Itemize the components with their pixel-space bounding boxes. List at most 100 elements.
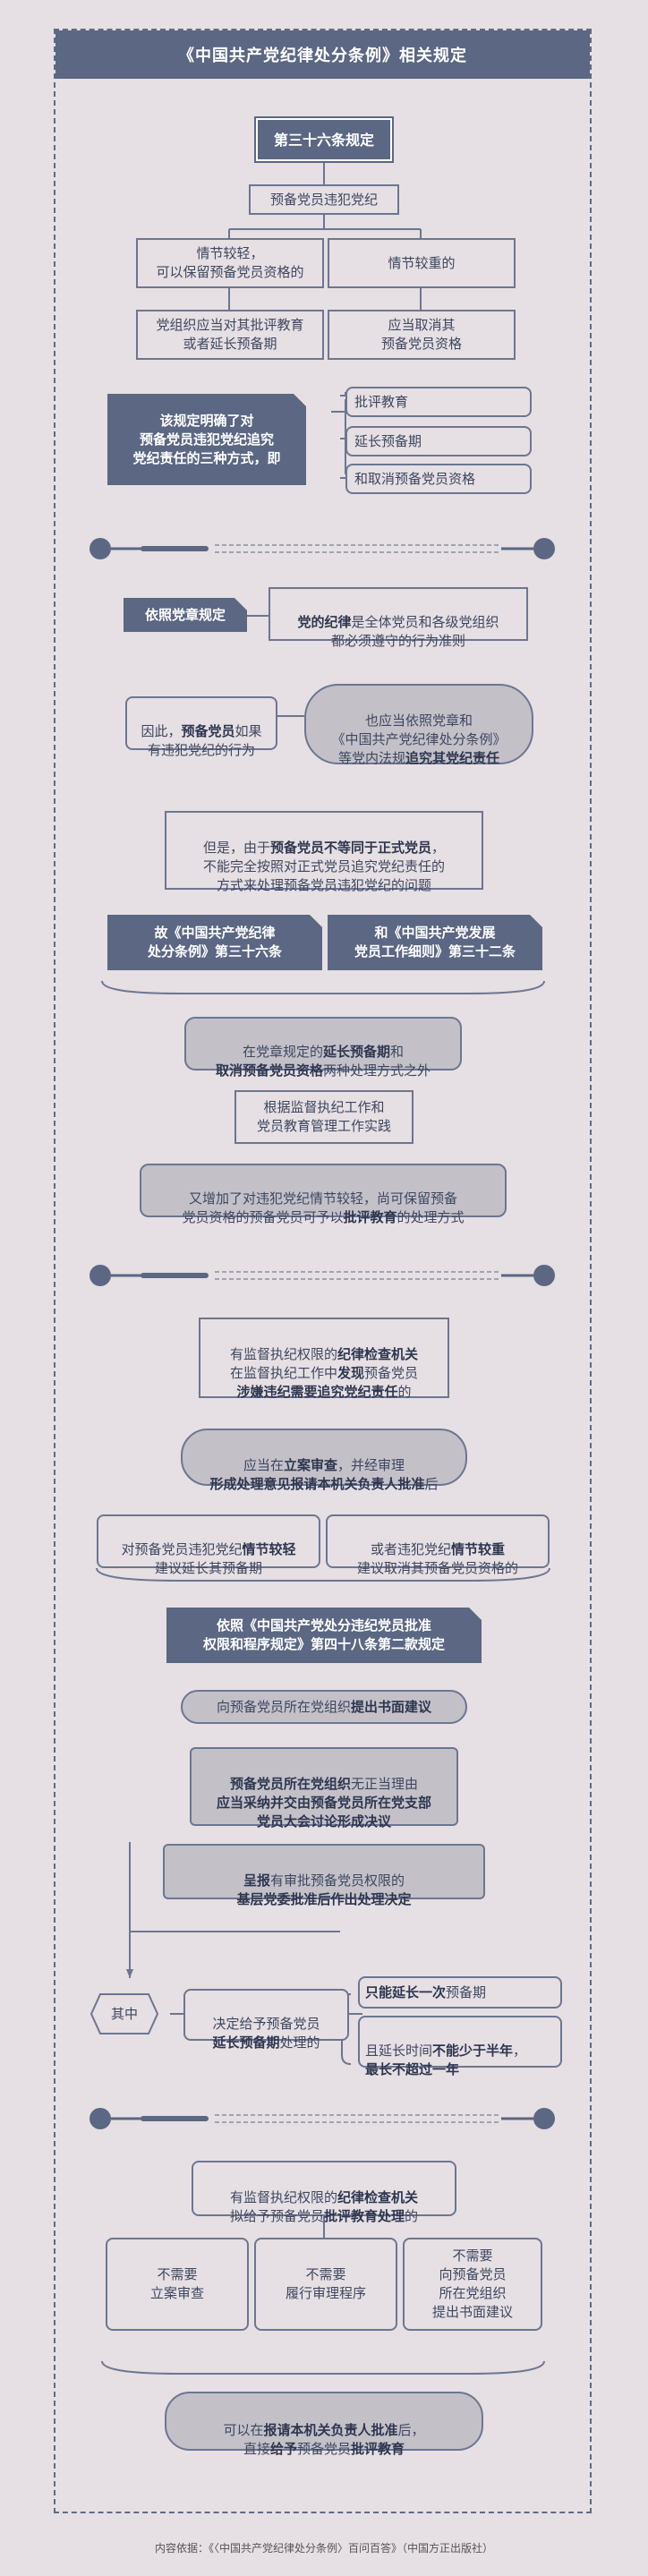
- found-4: 发现: [337, 1365, 364, 1381]
- rule-article-48: 依照《中国共产党处分违纪党员批准 权限和程序规定》第四十八条第二款规定: [166, 1608, 482, 1663]
- but-reason-1: 但是，由于: [202, 840, 270, 856]
- found-7: 的: [397, 1384, 412, 1400]
- article-36-heading: 第三十六条规定: [254, 116, 394, 163]
- case-review-box: 应当在立案审查，并经审理 形成处理意见报请本机关负责人批准后: [181, 1429, 467, 1492]
- direct-criticism-box: 可以在报请本机关负责人批准后， 直接给予预备党员批评教育: [165, 2392, 483, 2457]
- heavy-4: 的: [505, 1560, 519, 1576]
- decision-2: 延长预备期: [212, 2034, 280, 2051]
- light-result: 党组织应当对其批评教育 或者延长预备期: [136, 310, 324, 360]
- report-1: 呈报: [243, 1872, 270, 1889]
- light-suggestion: 对预备党员违犯党纪情节较轻 建议延长其预备期: [97, 1514, 320, 1576]
- intent-5: 批评教育处理: [324, 2208, 405, 2224]
- content-source-footer: 内容依据：《〈中国共产党纪律处分条例〉百问百答》（中国方正出版社）: [154, 2542, 493, 2555]
- heavy-condition: 情节较重的: [328, 238, 516, 288]
- light-2: 情节较轻: [242, 1541, 296, 1557]
- source-article-32: 和《中国共产党发展 党员工作细则》第三十二条: [328, 915, 542, 970]
- decision-3: 处理的: [279, 2034, 320, 2051]
- case-2: 立案审查: [283, 1457, 337, 1473]
- heavy-1: 或者违犯党纪: [370, 1541, 451, 1557]
- but-reason-2: 预备党员不等同于正式党员: [269, 840, 431, 856]
- beyond-1: 在党章规定的: [242, 1044, 323, 1060]
- heavy-suggestion: 或者违犯党纪情节较重 建议取消其预备党员资格的: [326, 1514, 550, 1576]
- if-violate-box: 因此，预备党员如果 有违犯党纪的行为: [125, 696, 277, 758]
- way-extend-probation: 延长预备期: [345, 426, 532, 456]
- but-reason-box: 但是，由于预备党员不等同于正式党员， 不能完全按照对正式党员追究党纪责任的 方式…: [165, 811, 483, 893]
- no-trial-procedure: 不需要 履行审理程序: [254, 2238, 397, 2331]
- among-tag: [90, 1993, 159, 2034]
- no-case-review: 不需要 立案审查: [106, 2238, 249, 2331]
- period-1: 且延长时间: [365, 2043, 433, 2059]
- report-3: 基层党委批准后作出处理决定: [236, 1891, 412, 1907]
- intent-2: 纪律检查机关: [337, 2189, 419, 2205]
- if-violate-2: 预备党员: [181, 723, 235, 739]
- section-divider: [90, 538, 555, 559]
- no-written-proposal: 不需要 向预备党员 所在党组织 提出书面建议: [403, 2238, 542, 2331]
- discovery-box: 有监督执纪权限的纪律检查机关 在监督执纪工作中发现预备党员 涉嫌违纪需要追究党纪…: [199, 1318, 449, 1400]
- once-1: 只能延长一次: [365, 1983, 447, 2000]
- added-1: 又增加了对违犯党纪情节较轻，尚可保留预备 党员资格的预备党员可予以: [182, 1190, 457, 1225]
- intent-6: 的: [405, 2208, 419, 2224]
- beyond-two-methods: 在党章规定的延长预备期和 取消预备党员资格两种处理方式之外: [184, 1017, 462, 1079]
- decision-1: 决定给予预备党员: [212, 2016, 320, 2032]
- beyond-5: 两种处理方式之外: [323, 1062, 431, 1079]
- extend-period-box: 且延长时间不能少于半年， 最长不超过一年: [358, 2016, 562, 2077]
- added-criticism-method: 又增加了对违犯党纪情节较轻，尚可保留预备 党员资格的预备党员可予以批评教育的处理…: [140, 1164, 507, 1225]
- heavy-2: 情节较重: [451, 1541, 506, 1557]
- found-5: 预备党员: [364, 1365, 419, 1381]
- final-4: 给予: [269, 2441, 297, 2457]
- heavy-3: 建议取消其预备党员资格: [356, 1560, 505, 1576]
- case-1: 应当在: [243, 1457, 284, 1473]
- beyond-2: 延长预备期: [322, 1044, 390, 1060]
- discipline-definition: 党的纪律是全体党员和各级党组织 都必须遵守的行为准则: [269, 587, 528, 649]
- report-2: 有审批预备党员权限的: [270, 1872, 405, 1889]
- way-criticism: 批评教育: [345, 387, 532, 417]
- proposal-2: 提出书面建议: [351, 1699, 432, 1715]
- criticism-intent-box: 有监督执纪权限的纪律检查机关 拟给予预备党员批评教育处理的: [192, 2161, 456, 2224]
- org-2: 无正当理由: [351, 1776, 419, 1792]
- case-4: 形成处理意见报请本机关负责人批准: [209, 1476, 425, 1492]
- section-divider: [90, 1265, 555, 1286]
- beyond-3: 和: [390, 1044, 405, 1060]
- written-proposal-box: 向预备党员所在党组织提出书面建议: [181, 1690, 467, 1724]
- final-1: 可以在: [223, 2422, 264, 2438]
- found-6: 涉嫌违纪需要追究党纪责任: [236, 1384, 398, 1400]
- also-pursue-box: 也应当依照党章和 《中国共产党纪律处分条例》 等党内法规追究其党纪责任: [304, 684, 533, 766]
- source-article-36: 故《中国共产党纪律 处分条例》第三十六条: [107, 915, 322, 970]
- report-approval-box: 呈报有审批预备党员权限的 基层党委批准后作出处理决定: [163, 1844, 485, 1907]
- discipline-definition-rest: 是全体党员和各级党组织 都必须遵守的行为准则: [330, 614, 499, 649]
- light-1: 对预备党员违犯党纪: [121, 1541, 243, 1557]
- final-5: 预备党员: [297, 2441, 352, 2457]
- intent-1: 有监督执纪权限的: [229, 2189, 337, 2205]
- dashed-frame: [54, 29, 592, 2513]
- party-org-adopt-box: 预备党员所在党组织无正当理由 应当采纳并交由预备党员所在党支部 党员大会讨论形成…: [190, 1747, 458, 1830]
- proposal-1: 向预备党员所在党组织: [216, 1699, 351, 1715]
- added-3: 的处理方式: [396, 1209, 465, 1225]
- if-violate-1: 因此，: [141, 723, 182, 739]
- intent-3: 拟给予: [229, 2208, 270, 2224]
- intent-4: 预备党员: [269, 2208, 324, 2224]
- summary-box: 该规定明确了对 预备党员违犯党纪追究 党纪责任的三种方式，即: [107, 394, 306, 485]
- final-6: 批评教育: [351, 2441, 405, 2457]
- case-5: 后: [424, 1476, 439, 1492]
- period-2: 不能少于半年: [432, 2043, 514, 2059]
- practice-basis: 根据监督执纪工作和 党员教育管理工作实践: [234, 1090, 414, 1144]
- discipline-definition-bold: 党的纪律: [297, 614, 352, 630]
- but-reason-3: ， 不能完全按照对正式党员追究党纪责任的 方式来处理预备党员违犯党纪的问题: [202, 840, 446, 893]
- found-1: 有监督执纪权限的: [229, 1346, 337, 1362]
- also-pursue-2: 追究其党纪责任: [405, 750, 500, 766]
- beyond-4: 取消预备党员资格: [215, 1062, 323, 1079]
- if-violate-3: 如果 有违犯党纪的行为: [147, 723, 262, 758]
- way-cancel-qualification: 和取消预备党员资格: [345, 464, 532, 494]
- root-node: 预备党员违犯党纪: [249, 184, 399, 215]
- org-3: 应当采纳并交由预备党员所在党支部 党员大会讨论形成决议: [216, 1795, 431, 1830]
- period-3: ，: [513, 2043, 527, 2059]
- also-pursue-1: 也应当依照党章和 《中国共产党纪律处分条例》 等党内法规: [331, 712, 507, 766]
- case-3: ，并经审理: [337, 1457, 405, 1473]
- final-3: 后， 直接: [243, 2422, 425, 2457]
- added-2: 批评教育: [343, 1209, 397, 1225]
- heavy-result: 应当取消其 预备党员资格: [328, 310, 516, 360]
- section-divider: [90, 2108, 555, 2129]
- org-1: 预备党员所在党组织: [229, 1776, 351, 1792]
- found-2: 纪律检查机关: [337, 1346, 419, 1362]
- page-title: 《中国共产党纪律处分条例》相关规定: [55, 30, 590, 79]
